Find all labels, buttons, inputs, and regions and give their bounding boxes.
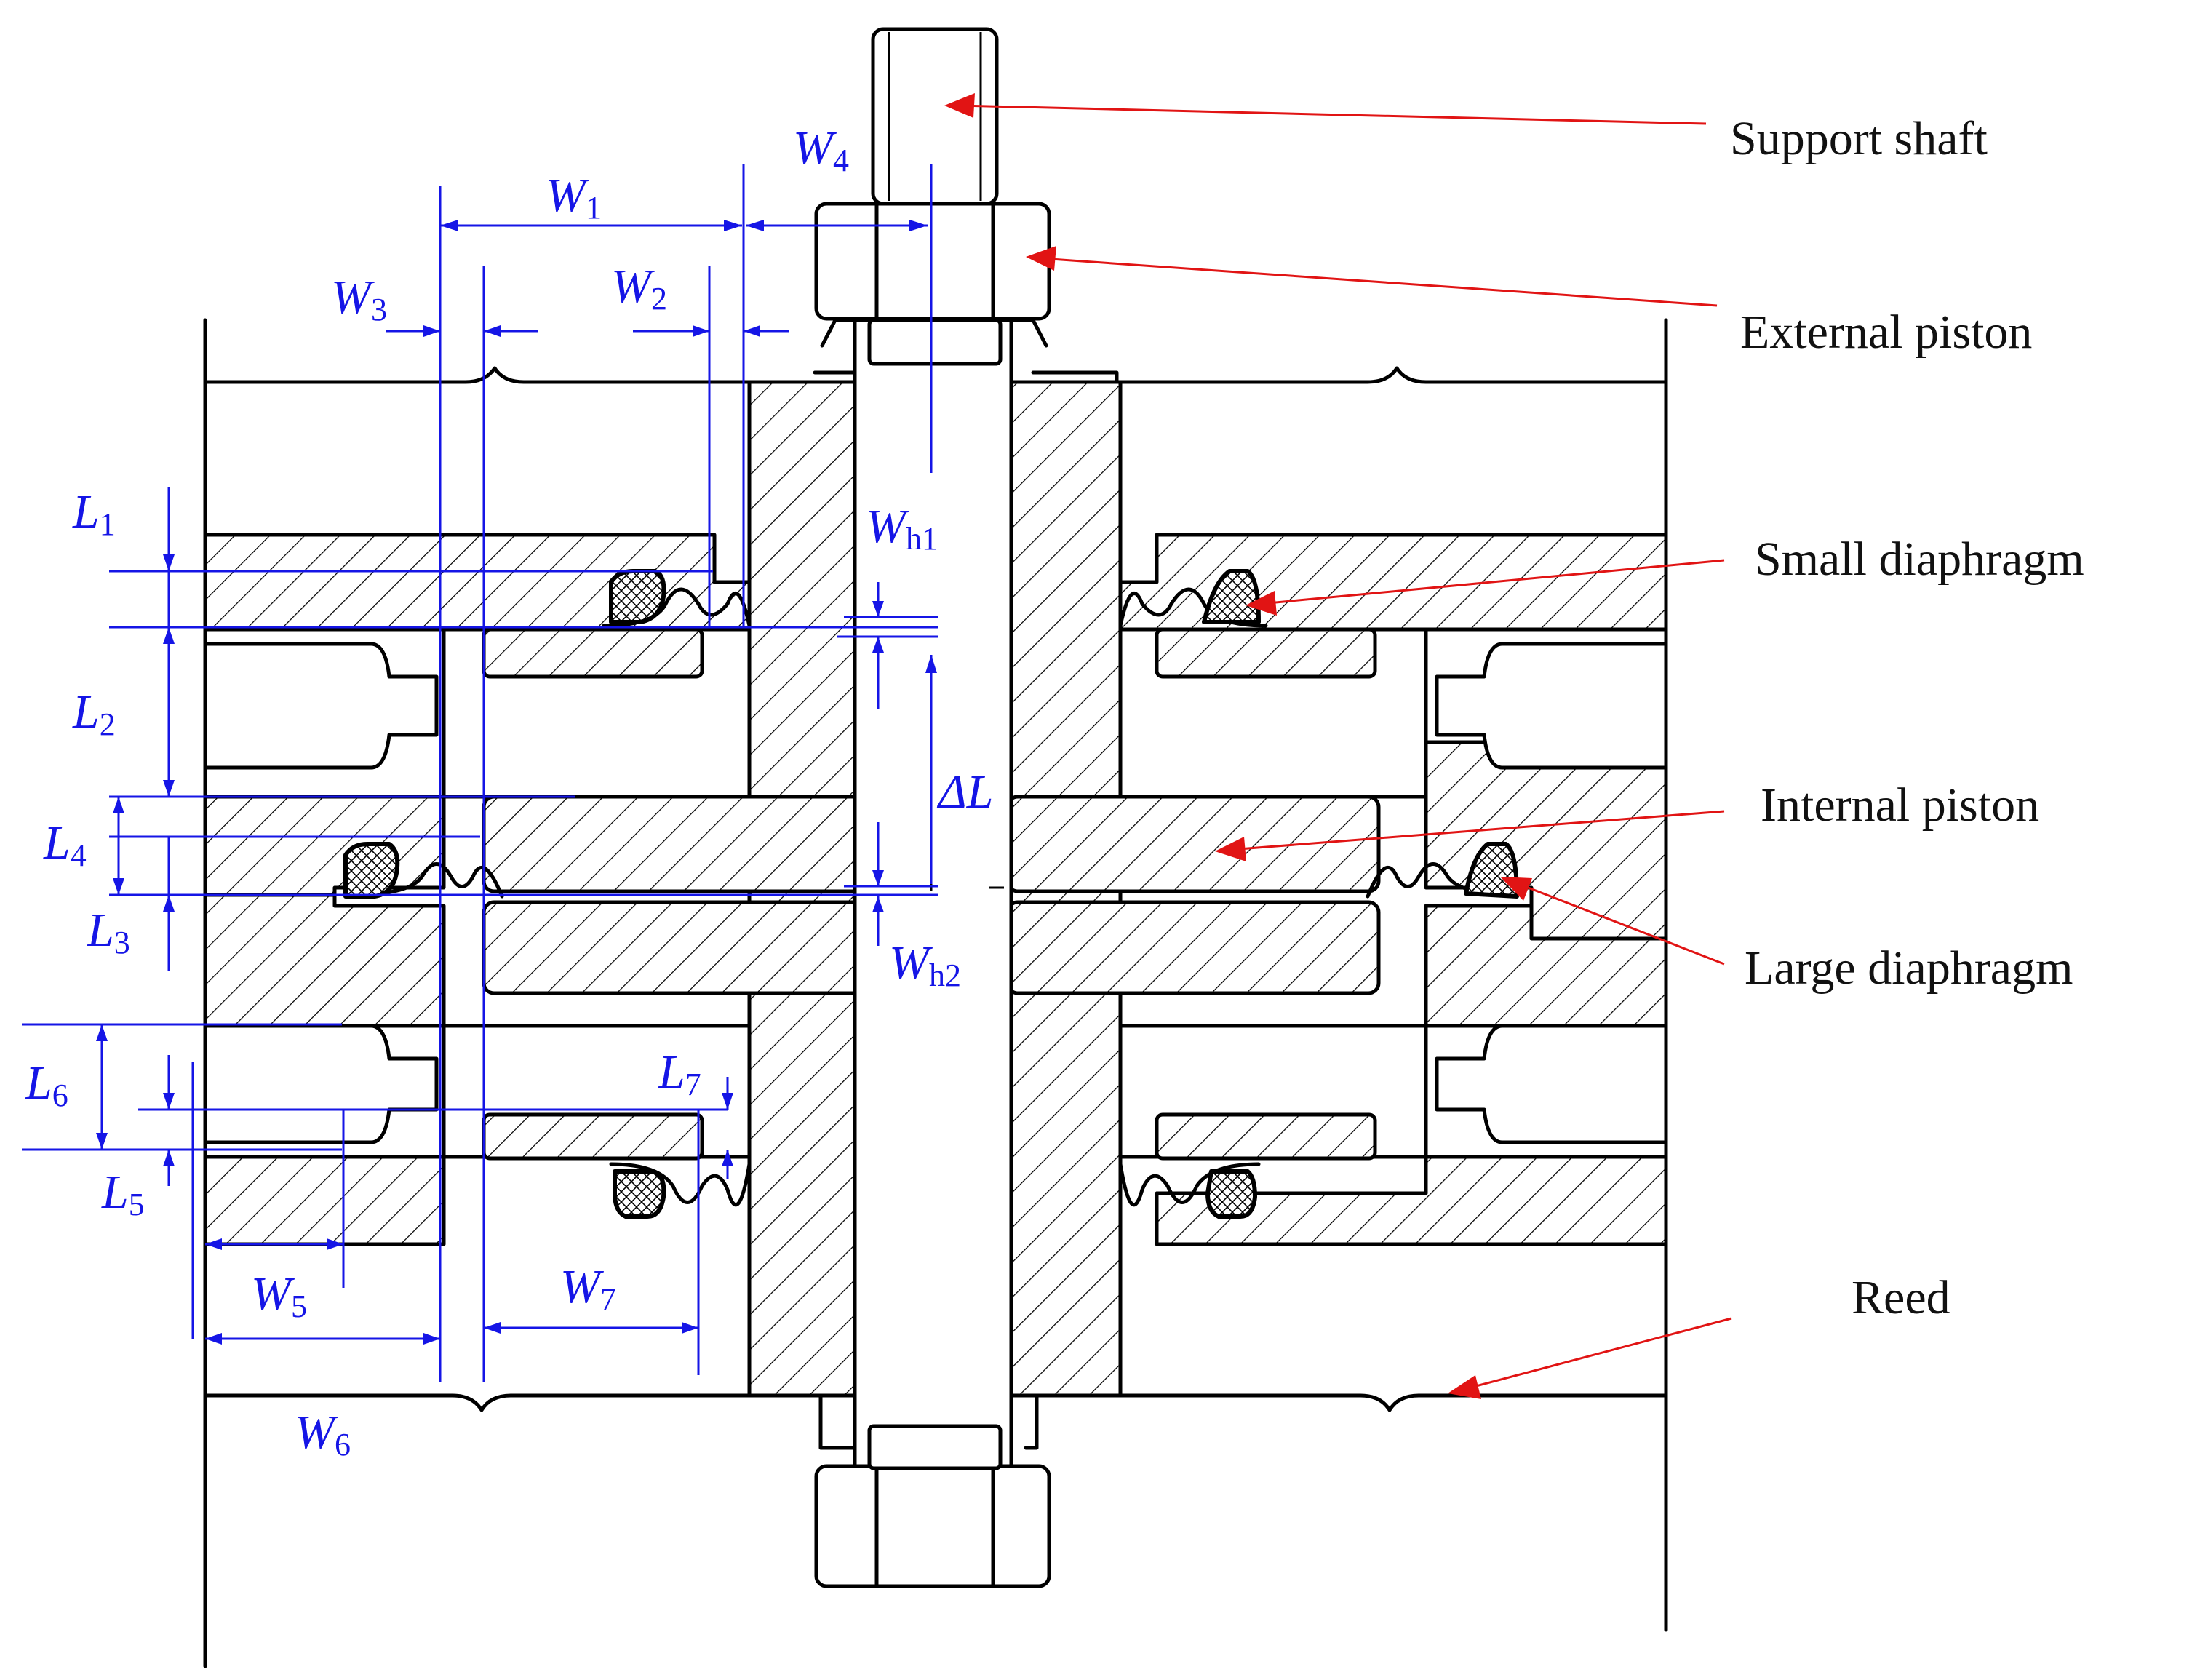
dim-label-w3: W3 [331,271,387,327]
dim-label-l2: L2 [72,685,116,742]
mechanical-drawing [203,27,1668,1668]
dim-label-l6: L6 [25,1056,68,1113]
dim-label-wh2: Wh2 [889,936,961,993]
internal-piston [482,627,1381,1161]
dim-label-delta-l: ΔL [936,765,993,819]
label-large-diaphragm: Large diaphragm [1745,941,2073,995]
pointers [944,93,1732,1399]
dim-label-w6: W6 [295,1406,351,1462]
ports [203,642,1668,1144]
dim-label-l5: L5 [101,1166,145,1222]
label-small-diaphragm: Small diaphragm [1755,533,2084,586]
label-external-piston: External piston [1740,306,2032,359]
dim-label-w7: W7 [560,1260,616,1317]
dim-label-w4: W4 [793,122,849,178]
external-piston [814,202,1051,366]
bottom-nut [814,1424,1051,1588]
label-reed: Reed [1852,1271,1950,1324]
dim-label-l1: L1 [72,485,116,542]
dimension-labels: W1 W4 W3 W2 Wh1 ΔL Wh2 L1 L2 L4 L3 L6 L5… [25,122,993,1462]
dimension-lines [22,164,938,1382]
dim-label-wh1: Wh1 [866,500,938,557]
dim-label-w5: W5 [251,1267,307,1324]
callout-labels: Support shaft External piston Small diap… [1730,112,2084,1324]
label-internal-piston: Internal piston [1761,779,2039,832]
dim-label-l3: L3 [87,904,130,960]
dim-label-l7: L7 [658,1046,701,1102]
label-support-shaft: Support shaft [1730,112,1988,165]
dim-label-w1: W1 [546,169,602,226]
dim-label-w2: W2 [611,260,667,317]
dim-label-l4: L4 [43,816,87,873]
